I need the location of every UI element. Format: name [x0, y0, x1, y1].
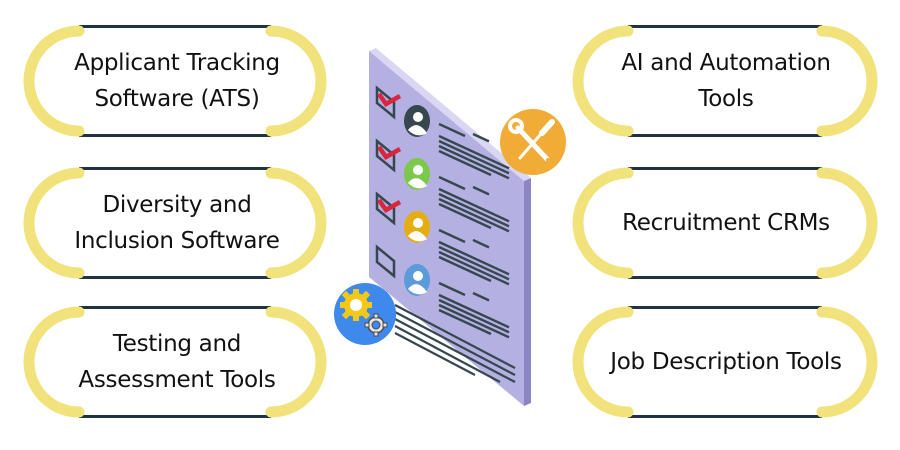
candidate-avatar-icon — [404, 211, 430, 243]
candidate-text-lines — [438, 175, 510, 233]
pill-frame — [23, 25, 327, 137]
document-text-lines — [394, 304, 516, 383]
check-mark-icon — [377, 145, 402, 160]
category-label: Job Description Tools — [610, 349, 842, 375]
pill-frame — [23, 167, 327, 279]
large-gear-icon — [340, 289, 372, 321]
candidate-row — [375, 191, 510, 286]
candidate-row — [375, 244, 510, 339]
candidate-avatar-icon — [404, 105, 430, 137]
category-label: Testing and Assessment Tools — [78, 331, 276, 393]
category-pill-ats: Applicant Tracking Software (ATS) — [23, 25, 327, 137]
category-pill-ai-automation: AI and Automation Tools — [572, 25, 878, 137]
category-label: Applicant Tracking Software (ATS) — [74, 50, 280, 112]
candidate-avatar-icon — [404, 158, 430, 190]
pill-frame — [23, 306, 327, 418]
category-label: AI and Automation Tools — [621, 50, 831, 112]
category-label: Diversity and Inclusion Software — [74, 192, 280, 254]
checklist-document-icon — [369, 48, 531, 406]
checkbox — [375, 191, 396, 226]
candidate-rows — [375, 85, 510, 339]
gears-icon — [334, 283, 396, 345]
check-mark-icon — [377, 198, 402, 213]
candidate-row — [375, 85, 510, 180]
candidate-text-lines — [438, 122, 510, 180]
wrench-screwdriver-icon — [500, 109, 566, 175]
pill-frame — [572, 25, 878, 137]
small-gear-icon — [364, 313, 388, 337]
candidate-avatar-icon — [404, 264, 430, 296]
check-mark-icon — [377, 92, 402, 107]
candidate-row — [375, 138, 510, 233]
category-pill-diversity: Diversity and Inclusion Software — [23, 167, 327, 279]
pill-frame — [572, 306, 878, 418]
checkbox — [375, 138, 396, 173]
candidate-text-lines — [438, 281, 510, 339]
pill-frame — [572, 167, 878, 279]
category-pill-testing: Testing and Assessment Tools — [23, 306, 327, 418]
category-label: Recruitment CRMs — [622, 210, 830, 236]
checkbox — [375, 244, 396, 279]
candidate-text-lines — [438, 228, 510, 286]
category-pill-crm: Recruitment CRMs — [572, 167, 878, 279]
checkbox — [375, 85, 396, 120]
category-pill-job-description: Job Description Tools — [572, 306, 878, 418]
